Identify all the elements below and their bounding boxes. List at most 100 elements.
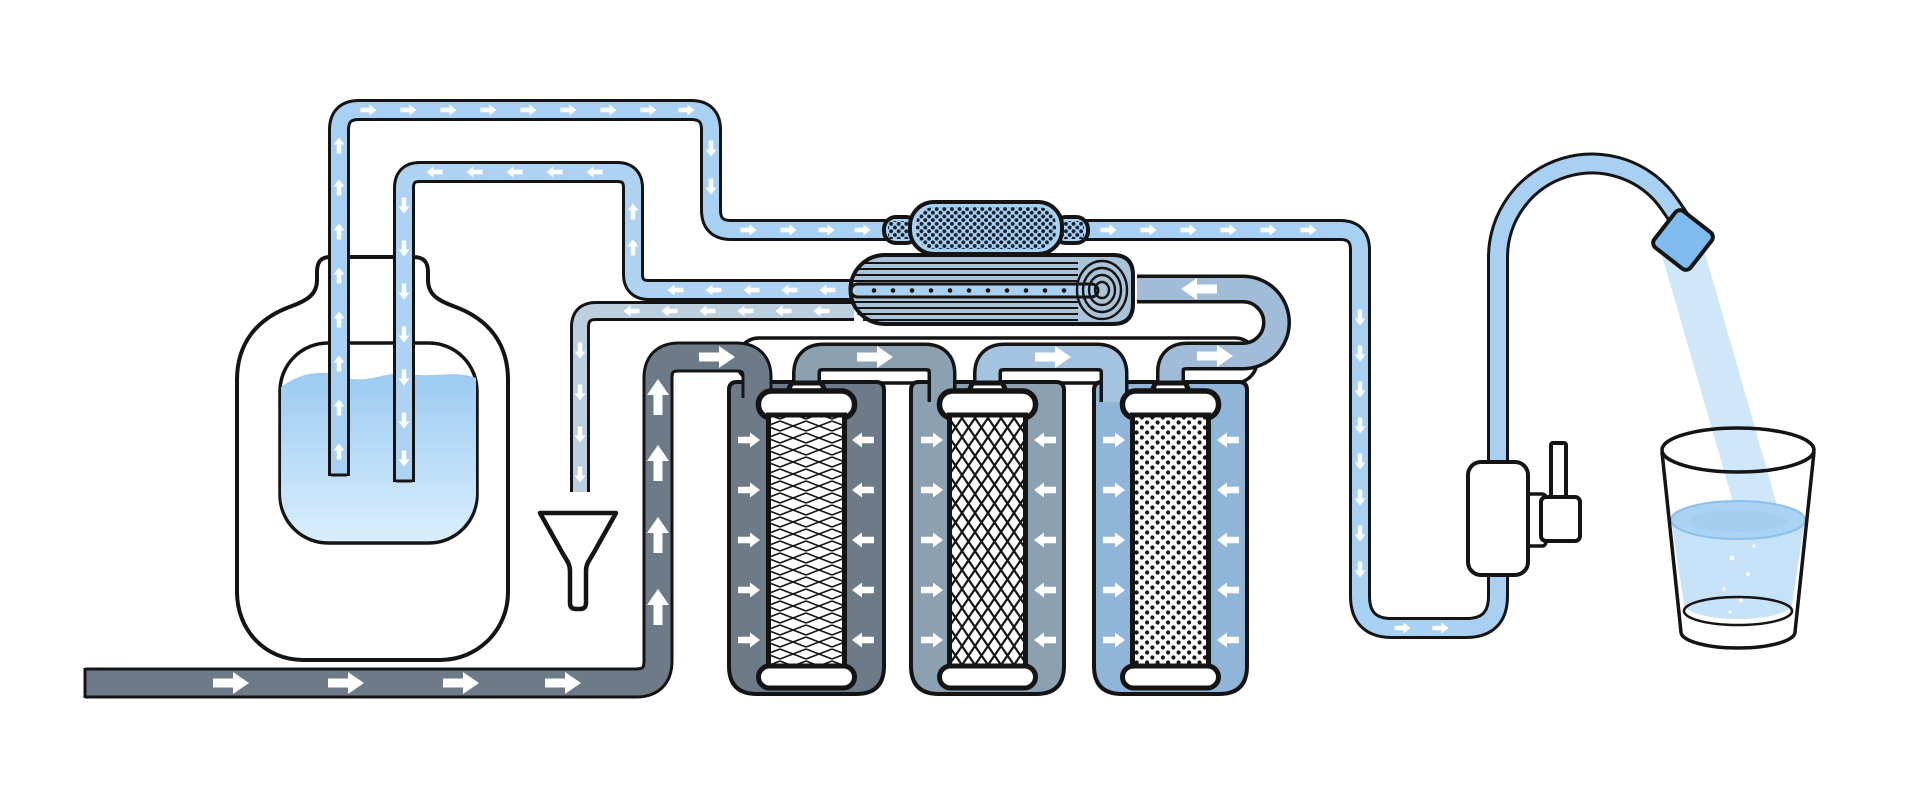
drinking-glass-outline	[1660, 426, 1816, 650]
flow-arrow-icon	[333, 311, 345, 328]
flow-arrow-icon	[1103, 632, 1125, 648]
tank-outlet-pipe	[328, 99, 892, 483]
flow-arrow-icon	[852, 582, 874, 598]
flow-arrow-icon	[1220, 224, 1237, 236]
flow-arrow-icon	[857, 346, 893, 368]
flow-arrow-icon	[738, 482, 760, 498]
flow-arrow-icon	[398, 412, 410, 429]
flow-arrow-icon	[328, 672, 364, 694]
flow-arrow-icon	[647, 445, 669, 481]
flow-arrow-icon	[678, 104, 695, 116]
flow-arrow-icon	[398, 197, 410, 214]
flow-arrow-icon	[627, 203, 639, 220]
flow-arrow-icon	[921, 632, 943, 648]
flow-arrow-icon	[1034, 432, 1056, 448]
flow-arrow-icon	[852, 482, 874, 498]
flow-arrow-icon	[852, 432, 874, 448]
flow-arrow-icon	[1103, 432, 1125, 448]
flow-arrow-icon	[560, 104, 577, 116]
flow-arrow-icon	[520, 104, 537, 116]
flow-arrow-icon	[738, 432, 760, 448]
flow-arrow-icon	[781, 284, 798, 296]
flow-arrow-icon	[440, 104, 457, 116]
sediment-filter-cartridge	[755, 380, 858, 691]
flow-arrow-icon	[1034, 482, 1056, 498]
flow-arrow-icon	[667, 284, 684, 296]
flow-arrow-icon	[743, 284, 760, 296]
flow-arrow-icon	[813, 305, 830, 317]
flow-arrow-icon	[506, 166, 523, 178]
flow-arrow-icon	[1103, 582, 1125, 598]
flow-arrow-icon	[1103, 482, 1125, 498]
source-connector-pipe	[708, 341, 773, 398]
flow-arrow-icon	[1432, 622, 1449, 634]
flow-arrow-icon	[623, 305, 640, 317]
flow-arrow-icon	[1217, 632, 1239, 648]
flow-arrow-icon	[1217, 432, 1239, 448]
flow-arrow-icon	[480, 104, 497, 116]
flow-arrow-icon	[740, 224, 757, 236]
flow-arrow-icon	[333, 399, 345, 416]
flow-arrow-icon	[398, 240, 410, 257]
flow-arrow-icon	[852, 532, 874, 548]
flow-arrow-icon	[661, 305, 678, 317]
faucet	[1466, 441, 1582, 577]
flow-arrow-icon	[1034, 532, 1056, 548]
ro-membrane	[848, 253, 1135, 326]
faucet-spout	[1651, 208, 1715, 272]
flow-arrow-icon	[1354, 561, 1366, 578]
flow-arrow-icon	[1394, 622, 1411, 634]
flow-arrow-icon	[1035, 346, 1071, 368]
flow-arrow-icon	[1354, 489, 1366, 506]
flow-arrow-icon	[574, 466, 586, 483]
flow-arrow-icon	[780, 224, 797, 236]
flow-arrow-icon	[705, 178, 717, 195]
flow-arrow-icon	[1100, 224, 1117, 236]
flow-arrow-icon	[699, 346, 735, 368]
flow-arrow-icon	[775, 305, 792, 317]
glass-water	[1670, 500, 1806, 619]
flow-arrow-icon	[1354, 381, 1366, 398]
flow-arrow-icon	[1300, 224, 1317, 236]
permeate-return-pipe	[393, 161, 854, 482]
flow-arrow-icon	[921, 432, 943, 448]
flow-arrow-icon	[819, 284, 836, 296]
flow-arrow-icon	[398, 369, 410, 386]
flow-arrow-icon	[1140, 224, 1157, 236]
flow-arrow-icon	[1034, 582, 1056, 598]
flow-arrow-icon	[333, 267, 345, 284]
flow-arrow-icon	[1180, 224, 1197, 236]
flow-arrow-icon	[398, 326, 410, 343]
flow-arrow-icon	[1260, 224, 1277, 236]
flow-arrow-icon	[333, 179, 345, 196]
flow-arrow-icon	[737, 305, 754, 317]
storage-tank	[235, 255, 510, 662]
flow-arrow-icon	[1354, 345, 1366, 362]
flow-arrow-icon	[738, 582, 760, 598]
membrane-feed-pipe	[1137, 274, 1291, 402]
flow-arrows	[213, 104, 1449, 694]
flow-arrow-icon	[398, 283, 410, 300]
flow-arrow-icon	[333, 137, 345, 154]
flow-arrow-icon	[1354, 309, 1366, 326]
flow-arrow-icon	[1354, 525, 1366, 542]
flow-arrow-icon	[400, 104, 417, 116]
flow-arrow-icon	[647, 379, 669, 415]
flow-arrow-icon	[921, 482, 943, 498]
flow-arrow-icon	[574, 426, 586, 443]
flow-arrow-icon	[545, 672, 581, 694]
flow-arrow-icon	[1217, 482, 1239, 498]
flow-arrow-icon	[738, 532, 760, 548]
flow-arrow-icon	[705, 284, 722, 296]
flow-arrow-icon	[1034, 632, 1056, 648]
flow-arrow-icon	[574, 342, 586, 359]
flow-arrow-icon	[738, 632, 760, 648]
flow-arrow-icon	[333, 223, 345, 240]
faucet-supply-pipe	[1082, 152, 1704, 639]
post-carbon-capsule	[882, 200, 1090, 256]
flow-arrow-icon	[647, 589, 669, 625]
flow-arrow-icon	[852, 632, 874, 648]
flow-arrow-icon	[426, 166, 443, 178]
